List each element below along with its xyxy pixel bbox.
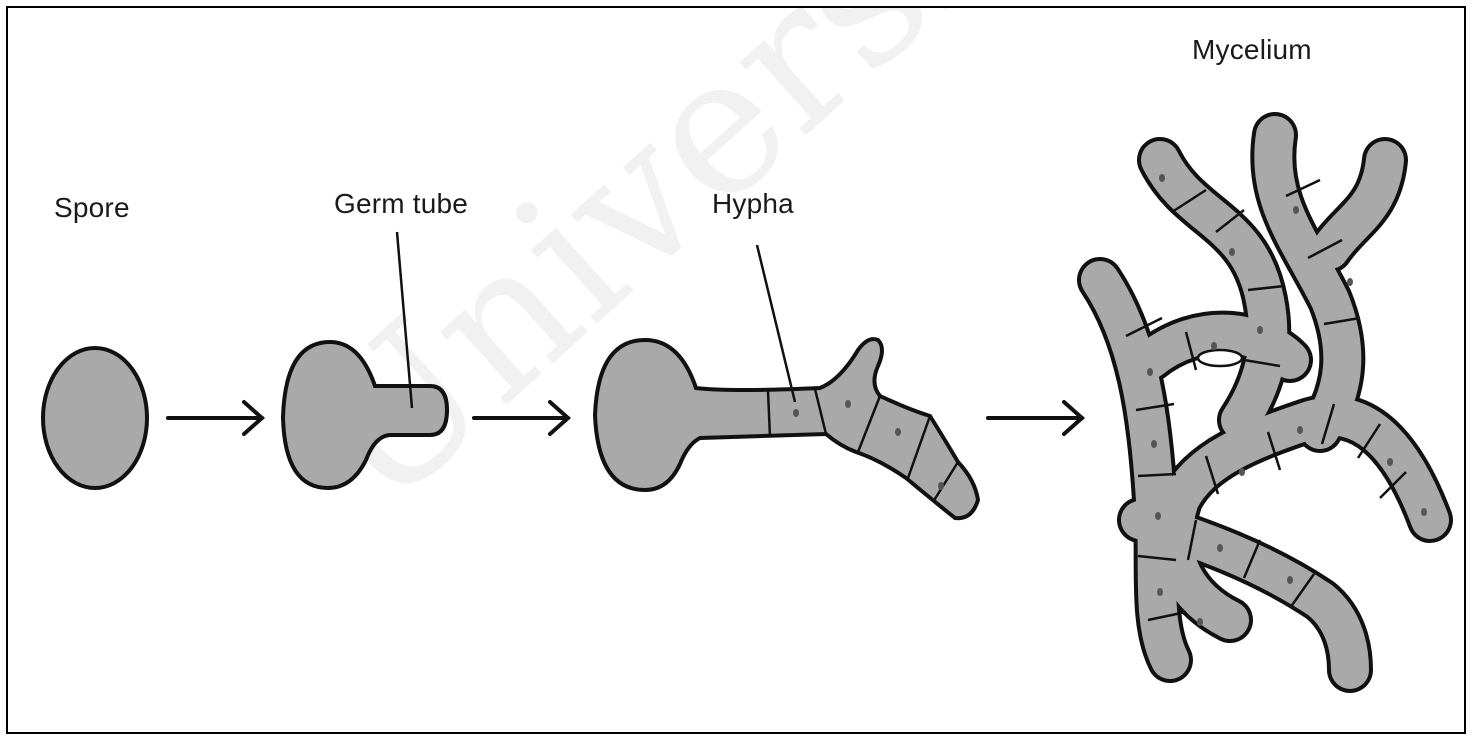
arrow-icon-3 (988, 402, 1082, 434)
label-mycelium: Mycelium (1192, 34, 1312, 66)
label-spore: Spore (54, 192, 130, 224)
germinating-spore-shape (283, 342, 447, 488)
diagram-frame: Universiti Malaya (6, 6, 1466, 734)
label-hypha: Hypha (712, 188, 794, 220)
spore-shape (43, 348, 147, 488)
mycelium-network (1100, 135, 1430, 670)
arrow-icon-1 (168, 402, 262, 434)
hypha-leader-line (757, 245, 795, 402)
germ-tube-leader-line (397, 232, 412, 408)
label-germ-tube: Germ tube (334, 188, 468, 220)
fungal-growth-diagram (8, 8, 1464, 732)
arrow-icon-2 (474, 402, 568, 434)
